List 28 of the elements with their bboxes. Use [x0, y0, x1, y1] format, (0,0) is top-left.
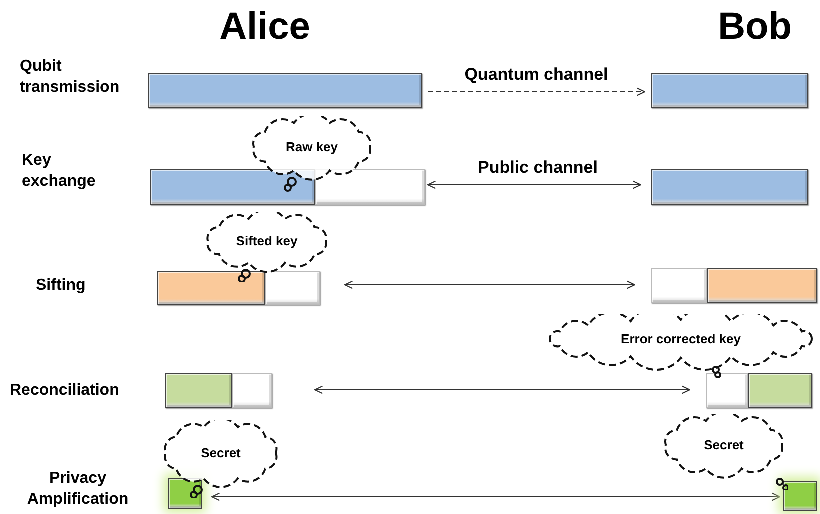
step-label: Qubit transmission	[20, 57, 121, 98]
arrow	[314, 386, 691, 394]
step-label: Key exchange	[22, 151, 97, 192]
arrow	[211, 492, 781, 502]
arrow	[427, 180, 642, 190]
key-bar	[651, 73, 808, 108]
cloud-label: Sifted key	[236, 234, 298, 248]
key-bar	[783, 481, 817, 511]
cloud-label: Raw key	[286, 140, 338, 154]
key-bar	[157, 271, 320, 305]
key-bar	[150, 169, 425, 205]
cloud-label: Secret	[201, 446, 241, 460]
edge-label: Quantum channel	[464, 65, 608, 85]
party-heading: Alice	[218, 6, 312, 49]
key-bar	[651, 268, 817, 303]
step-label: Sifting	[36, 276, 87, 296]
key-bar	[651, 169, 808, 205]
step-label: Privacy Amplification	[26, 469, 130, 510]
arrow	[344, 280, 636, 290]
cloud-label: Secret	[704, 438, 744, 452]
edge-label: Public channel	[478, 158, 598, 178]
key-bar	[165, 373, 272, 408]
arrow	[428, 88, 646, 96]
cloud-label: Error corrected key	[621, 332, 741, 346]
step-label: Reconciliation	[10, 381, 120, 401]
key-bar	[148, 73, 422, 108]
key-bar	[706, 373, 812, 408]
party-heading: Bob	[717, 6, 793, 49]
